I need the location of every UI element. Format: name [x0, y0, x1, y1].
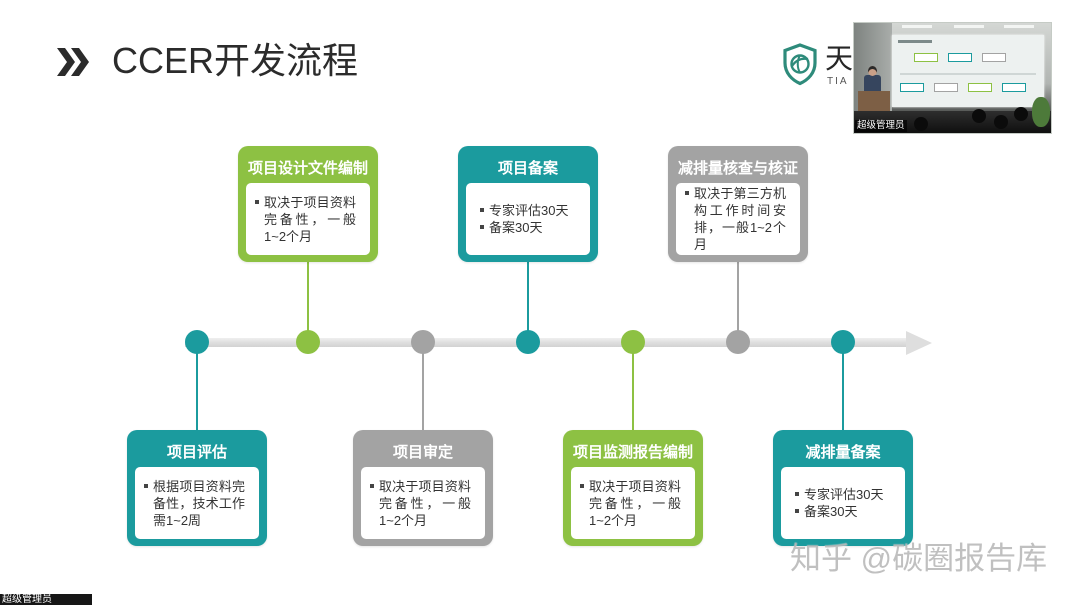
- step-card: 减排量备案 专家评估30天 备案30天: [773, 430, 913, 546]
- video-audience-head: [994, 115, 1008, 129]
- step-title: 项目审定: [392, 443, 453, 461]
- detail-item: 备案30天: [795, 503, 905, 520]
- bullet-icon: [370, 483, 374, 488]
- step-card: 项目评估 根据项目资料完备性，技术工作需1~2周: [127, 430, 267, 546]
- step-card: 项目设计文件编制 取决于项目资料完备性，一般1~2个月: [238, 146, 378, 262]
- detail-text: 取决于第三方机构工作时间安排，一般1~2个月: [694, 186, 786, 252]
- bullet-icon: [580, 483, 584, 488]
- double-chevron-right-icon-graphic: [57, 48, 89, 76]
- logo-brand-latin: TIA: [827, 76, 849, 87]
- presenter-video-thumbnail[interactable]: 超级管理员: [853, 22, 1052, 134]
- projected-timeline: [900, 73, 1036, 75]
- detail-item: 专家评估30天: [480, 202, 590, 219]
- step-card: 项目监测报告编制 取决于项目资料完备性，一般1~2个月: [563, 430, 703, 546]
- detail-item: 专家评估30天: [795, 486, 905, 503]
- step-title: 项目备案: [497, 159, 558, 177]
- connector-line: [842, 352, 844, 430]
- detail-item: 备案30天: [480, 219, 590, 236]
- double-chevron-right-icon: [56, 45, 90, 79]
- step-title: 减排量备案: [805, 443, 881, 461]
- detail-text: 专家评估30天: [804, 487, 884, 502]
- video-ceiling-light: [954, 25, 984, 28]
- detail-text: 取决于项目资料完备性，一般1~2个月: [264, 194, 356, 244]
- step-card: 项目备案 专家评估30天 备案30天: [458, 146, 598, 262]
- step-title: 减排量核查与核证: [677, 159, 798, 177]
- step-card: 减排量核查与核证 取决于第三方机构工作时间安排，一般1~2个月: [668, 146, 808, 262]
- step-details: 取决于项目资料完备性，一般1~2个月: [571, 467, 695, 539]
- detail-text: 备案30天: [804, 504, 858, 519]
- detail-item: 取决于项目资料完备性，一般1~2个月: [580, 478, 695, 529]
- timeline-node: [621, 330, 645, 354]
- chevron-shape: [71, 48, 89, 76]
- step-title: 项目评估: [166, 443, 227, 461]
- step-title: 项目设计文件编制: [247, 159, 368, 177]
- bullet-icon: [685, 191, 689, 195]
- chevron-shape: [57, 48, 75, 76]
- shield-leaf-logo-icon: [783, 43, 817, 86]
- detail-text: 取决于项目资料完备性，一般1~2个月: [379, 478, 471, 528]
- bullet-icon: [255, 199, 259, 204]
- timeline-node: [516, 330, 540, 354]
- video-presenter-head: [868, 66, 877, 76]
- bullet-icon: [480, 208, 484, 212]
- video-user-label: 超级管理员: [855, 120, 907, 132]
- detail-text: 取决于项目资料完备性，一般1~2个月: [589, 478, 681, 528]
- projected-flow-box: [934, 83, 958, 92]
- step-details: 根据项目资料完备性，技术工作需1~2周: [135, 467, 259, 539]
- projected-slide-title: [898, 40, 932, 43]
- timeline-node: [831, 330, 855, 354]
- detail-text: 专家评估30天: [489, 203, 569, 218]
- video-projector-screen: [892, 35, 1044, 107]
- timeline-node: [185, 330, 209, 354]
- detail-text: 根据项目资料完备性，技术工作需1~2周: [153, 478, 245, 528]
- step-details: 专家评估30天 备案30天: [781, 467, 905, 539]
- video-audience-head: [1014, 107, 1028, 121]
- projected-flow-box: [914, 53, 938, 62]
- timeline-node: [411, 330, 435, 354]
- connector-line: [632, 352, 634, 430]
- slide-title: CCER开发流程: [112, 40, 359, 81]
- projected-flow-box: [900, 83, 924, 92]
- detail-item: 取决于项目资料完备性，一般1~2个月: [255, 194, 370, 245]
- company-logo: 天 TIA: [780, 40, 860, 90]
- bullet-icon: [795, 492, 799, 496]
- video-audience-head: [914, 117, 928, 131]
- step-details: 取决于项目资料完备性，一般1~2个月: [361, 467, 485, 539]
- timeline-track: [185, 338, 907, 347]
- projected-flow-box: [1002, 83, 1026, 92]
- bullet-icon: [795, 509, 799, 513]
- step-title: 项目监测报告编制: [572, 443, 693, 461]
- connector-line: [422, 352, 424, 430]
- projected-flow-box: [968, 83, 992, 92]
- step-details: 取决于第三方机构工作时间安排，一般1~2个月: [676, 183, 800, 255]
- detail-text: 备案30天: [489, 220, 543, 235]
- video-ceiling-light: [1004, 25, 1034, 28]
- connector-line: [196, 352, 198, 430]
- timeline-node: [726, 330, 750, 354]
- logo-brand-char: 天: [825, 43, 854, 74]
- step-card: 项目审定 取决于项目资料完备性，一般1~2个月: [353, 430, 493, 546]
- detail-item: 根据项目资料完备性，技术工作需1~2周: [144, 478, 259, 529]
- timeline-node: [296, 330, 320, 354]
- bullet-icon: [144, 483, 148, 488]
- video-audience-head: [972, 109, 986, 123]
- watermark: 知乎 @碳圈报告库: [790, 541, 1048, 576]
- connector-line: [527, 262, 529, 332]
- connector-line: [737, 262, 739, 332]
- bullet-icon: [480, 225, 484, 229]
- step-details: 取决于项目资料完备性，一般1~2个月: [246, 183, 370, 255]
- video-ceiling-light: [902, 25, 932, 28]
- connector-line: [307, 262, 309, 332]
- projected-flow-box: [982, 53, 1006, 62]
- step-details: 专家评估30天 备案30天: [466, 183, 590, 255]
- detail-item: 取决于第三方机构工作时间安排，一般1~2个月: [685, 185, 800, 253]
- detail-item: 取决于项目资料完备性，一般1~2个月: [370, 478, 485, 529]
- local-user-label: 超级管理员: [0, 594, 92, 605]
- timeline-arrowhead: [906, 331, 932, 355]
- projected-flow-box: [948, 53, 972, 62]
- video-plant: [1032, 97, 1050, 127]
